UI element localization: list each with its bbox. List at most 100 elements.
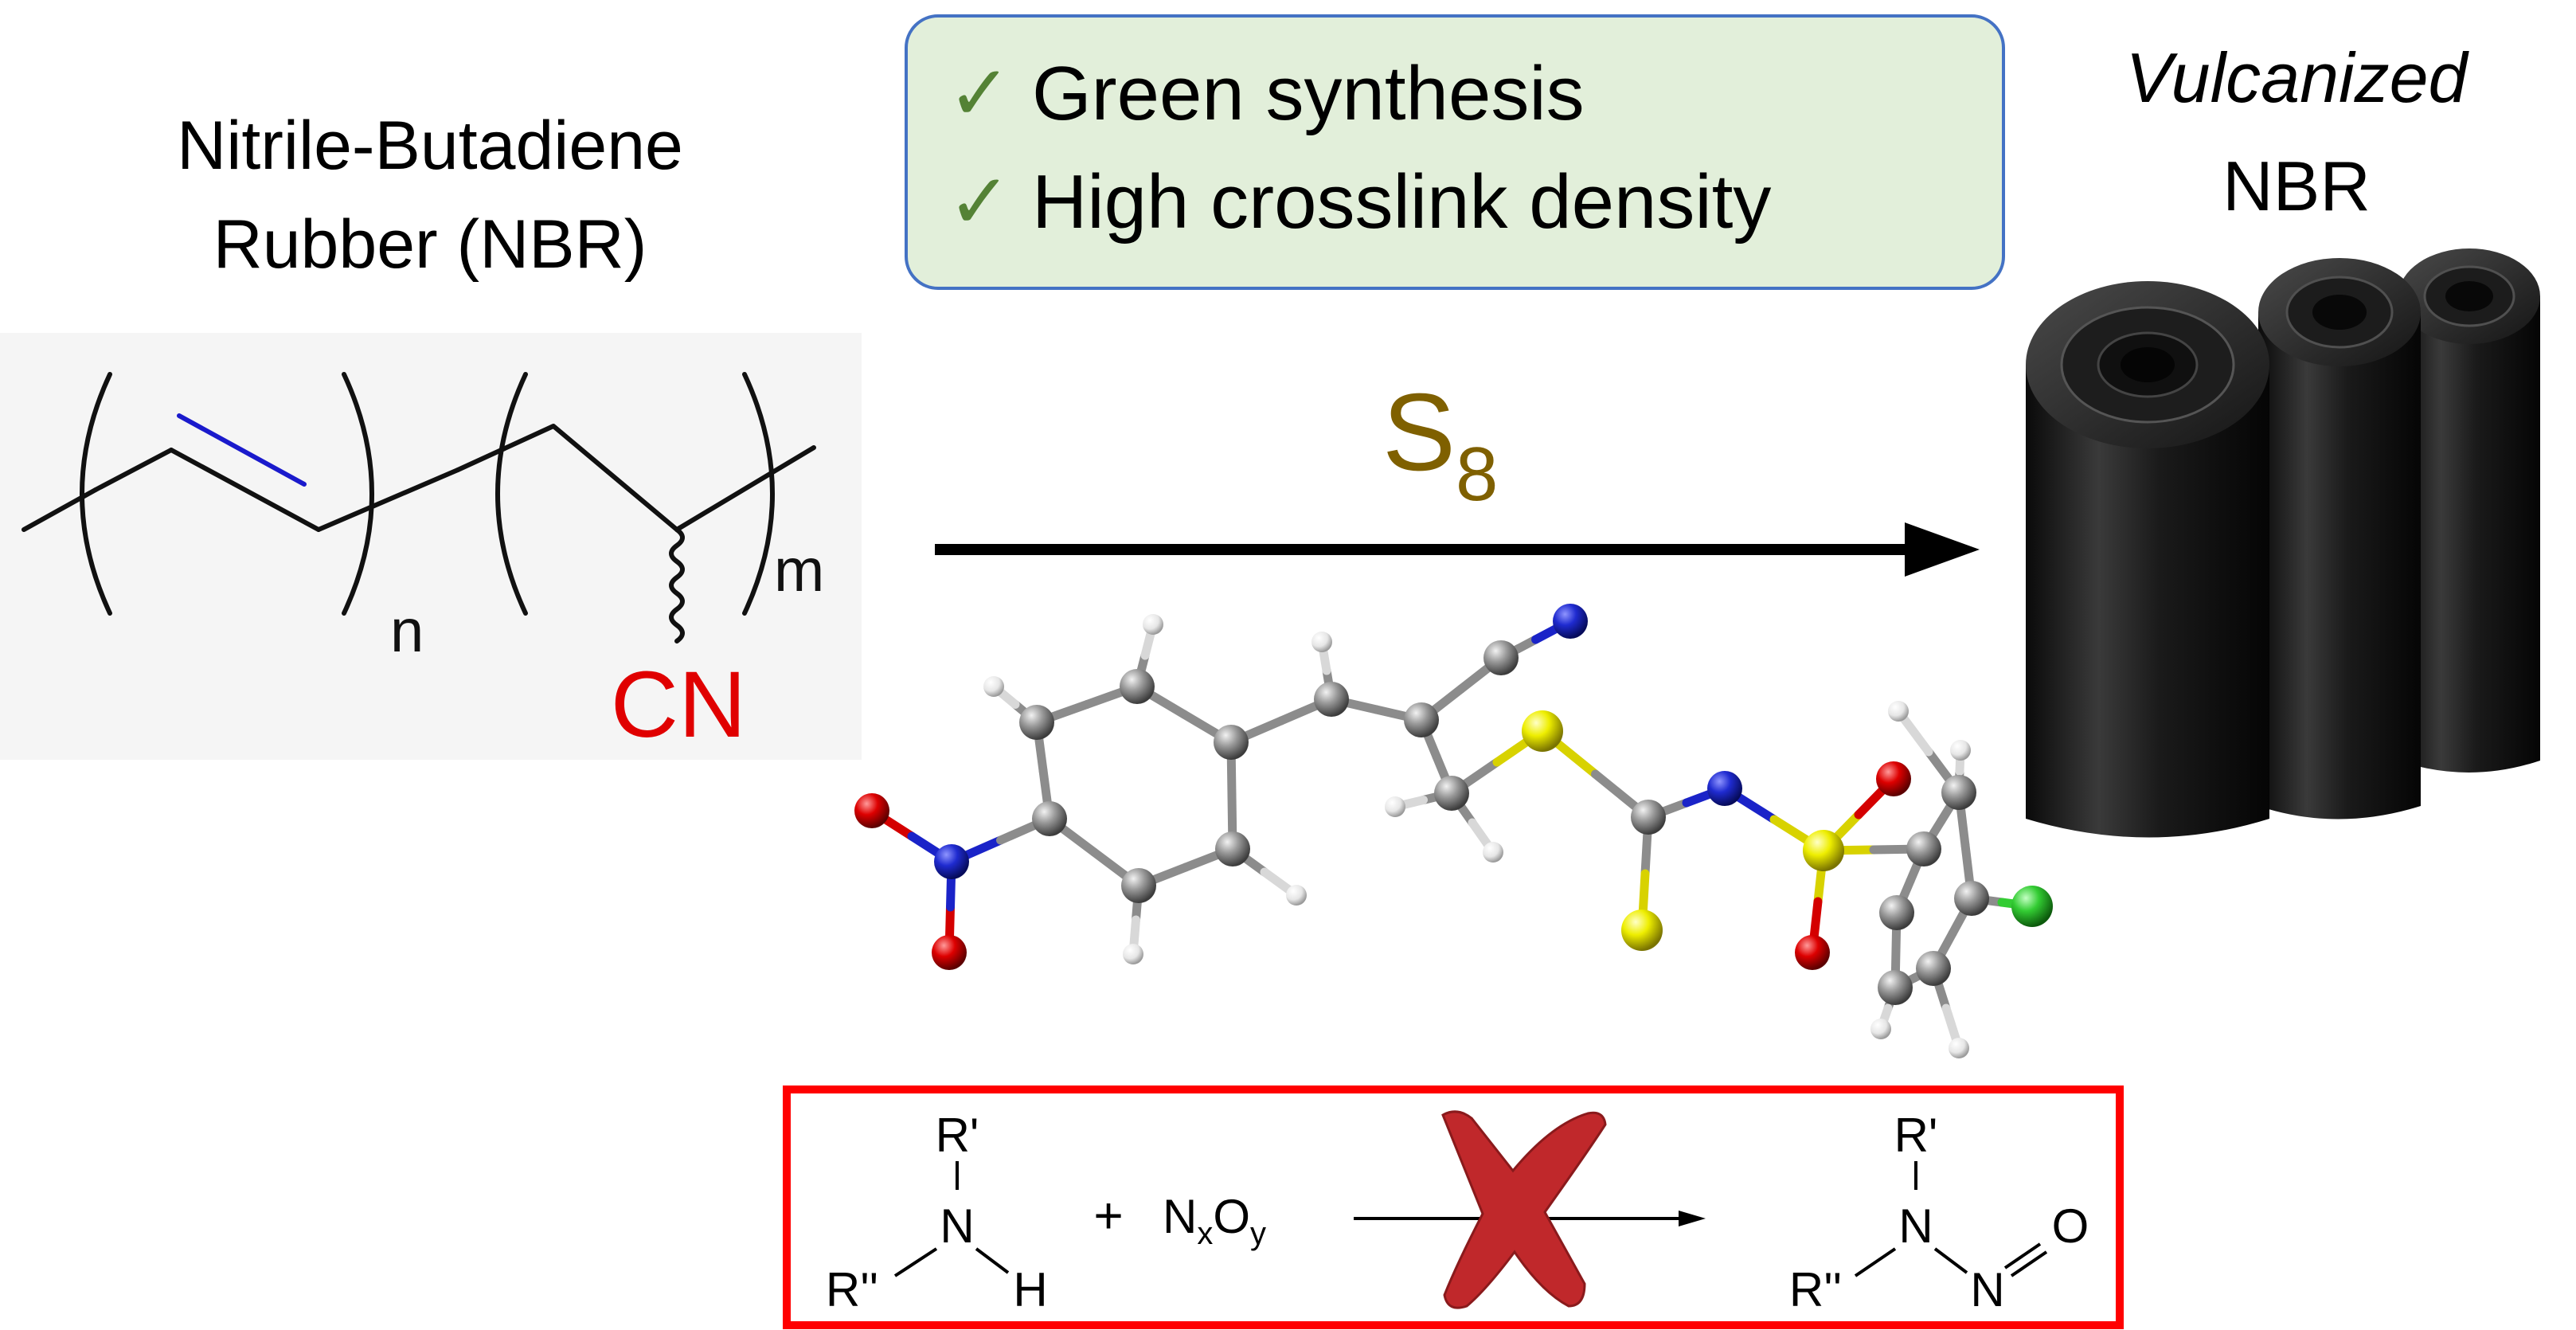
structure-background: [0, 333, 862, 760]
benefits-panel: ✓ Green synthesis ✓ High crosslink densi…: [905, 14, 2005, 290]
benefit-green-synthesis: Green synthesis: [1032, 51, 1585, 136]
hydrogen-atom: [983, 676, 1004, 697]
nitrogen-atom: [1553, 604, 1588, 639]
carbon-atom: [1878, 970, 1913, 1005]
nbr-title-line1: Nitrile-Butadiene: [177, 108, 683, 184]
carbon-atom: [1631, 800, 1666, 835]
subscript-n: n: [390, 597, 424, 665]
hydrogen-atom: [1143, 614, 1163, 635]
chain-end-bond-right: [674, 445, 816, 532]
hydrogen-atom: [1888, 701, 1909, 722]
carbon-atom: [1032, 801, 1067, 836]
carbon-atom: [1404, 702, 1439, 737]
oxygen-atom: [854, 793, 889, 828]
subscript-m: m: [774, 537, 824, 604]
hydrogen-atom: [1123, 944, 1143, 964]
nbr-title-line2: Rubber (NBR): [213, 206, 647, 283]
product-r1: R': [1894, 1109, 1938, 1162]
amine-n: N: [940, 1199, 974, 1253]
carbon-atom: [1314, 682, 1349, 717]
forbidden-cross-icon: [1441, 1110, 1607, 1309]
bracket-open-2: [495, 372, 528, 616]
reaction-arrow: [935, 522, 1980, 577]
check-icon: ✓: [948, 51, 1011, 136]
bond: [1854, 1247, 1897, 1277]
chain-bond: [93, 448, 174, 492]
nox-o: O: [1213, 1190, 1250, 1243]
bond: [1933, 1247, 1968, 1274]
bracket-open-1: [80, 372, 112, 616]
rubber-roll-small: [2398, 248, 2540, 773]
plus-sign: +: [1093, 1187, 1123, 1244]
product-n1: N: [1898, 1199, 1933, 1253]
nitrosation-arrow-head: [1679, 1211, 1706, 1226]
hydrogen-atom: [1483, 842, 1503, 863]
product-r2: R'': [1789, 1263, 1842, 1316]
amine-h: H: [1013, 1263, 1047, 1316]
chain-bond: [316, 467, 460, 532]
nitrogen-atom: [934, 844, 969, 879]
product-o: O: [2052, 1199, 2089, 1253]
hydrogen-atom: [1385, 796, 1405, 817]
oxygen-atom: [932, 935, 967, 970]
nitrogen-oxides: NxOy: [1163, 1190, 1266, 1251]
carbon-atom: [1941, 775, 1976, 810]
chain-bond: [455, 424, 679, 532]
nitrogen-atom: [1707, 771, 1742, 806]
nbr-structure: n m CN: [0, 333, 862, 760]
accelerator-molecule-model: [854, 604, 2053, 1058]
hydrogen-atom: [1949, 1038, 1969, 1058]
hydrogen-atom: [1286, 885, 1307, 906]
nox-y: y: [1250, 1216, 1266, 1251]
product-n2: N: [1970, 1263, 2004, 1316]
product-title-line1: Vulcanized: [2126, 38, 2470, 117]
reagent-s8: S8: [1382, 371, 1498, 517]
reagent-symbol: S: [1382, 371, 1456, 494]
amine-r2: R'': [826, 1263, 878, 1316]
carbon-atom: [1906, 831, 1941, 866]
reagent-subscript: 8: [1456, 432, 1498, 517]
sulfur-atom: [1522, 710, 1563, 752]
hydrogen-atom: [1870, 1019, 1891, 1039]
carbon-atom: [1214, 725, 1249, 760]
bond: [893, 1247, 938, 1277]
nox-n: N: [1163, 1190, 1197, 1243]
nox-x: x: [1197, 1216, 1213, 1251]
benefits-panel-box: [905, 14, 2005, 290]
wavy-bond: [669, 527, 685, 643]
chain-bond: [169, 448, 321, 532]
sulfur-atom: [1621, 909, 1663, 951]
carbon-atom: [1916, 951, 1951, 986]
carbon-atom: [1483, 640, 1519, 675]
amine-r1: R': [936, 1109, 979, 1162]
side-group-cn: CN: [611, 652, 746, 757]
double-bond: [2003, 1242, 2042, 1269]
carbon-atom: [1954, 881, 1989, 916]
reaction-arrow-head: [1905, 522, 1980, 577]
double-bond: [2010, 1250, 2048, 1277]
bond: [975, 1247, 1010, 1274]
benefit-crosslink-density: High crosslink density: [1032, 159, 1771, 244]
rubber-roll-large: [2026, 281, 2269, 838]
carbon-atom: [1121, 868, 1156, 903]
rubber-roll-medium: [2258, 258, 2421, 820]
carbon-atom: [1120, 669, 1155, 704]
chlorine-atom: [2011, 886, 2053, 927]
nitrosamine-scheme: R' N R'' H + NxOy R' N R'' N O: [783, 1086, 2124, 1329]
hydrogen-atom: [1311, 632, 1332, 652]
bracket-close-1: [342, 372, 374, 616]
check-icon: ✓: [948, 159, 1011, 244]
double-bond-second-line: [177, 413, 307, 487]
carbon-atom: [1019, 705, 1054, 740]
oxygen-atom: [1876, 761, 1911, 796]
rubber-rolls-image: [2026, 248, 2540, 838]
product-title-line2: NBR: [2222, 147, 2371, 225]
carbon-atom: [1215, 831, 1250, 866]
sulfur-atom: [1803, 830, 1844, 871]
oxygen-atom: [1795, 935, 1830, 970]
carbon-atom: [1434, 776, 1469, 811]
carbon-atom: [1879, 895, 1914, 930]
hydrogen-atom: [1950, 740, 1971, 761]
bracket-close-2: [742, 372, 775, 616]
